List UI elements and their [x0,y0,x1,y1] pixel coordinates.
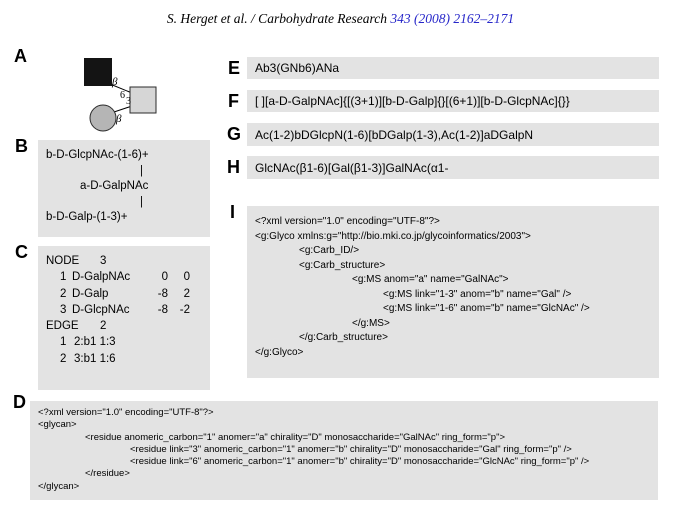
glcnac-filled-square-icon [84,58,112,86]
gal-shaded-circle-icon [89,104,117,132]
xml-line: <glycan> [38,419,77,431]
anomer-beta-1-6-label: β [111,76,118,88]
kcf-node-count: 3 [100,255,107,267]
glyde-xml-box: <?xml version="1.0" encoding="UTF-8"?> <… [30,401,658,500]
kcf-edge-header-row: EDGE 2 [38,318,210,334]
linucs-bar: [ ][a-D-GalpNAc]{[(3+1)][b-D-Galp]{}[(6+… [247,90,659,112]
xml-line: <g:MS link="1-3" anom="b" name="Gal" /> [383,288,572,300]
iupac-condensed-text: GlcNAc(β1-6)[Gal(β1-3)]GalNAc(α1- [255,160,449,175]
node-id: 2 [60,287,67,300]
panel-d-label: D [13,392,26,412]
xml-line: <g:Carb_structure> [299,259,386,271]
node-name: D-GlcpNAc [72,303,130,316]
node-x: 0 [161,271,168,284]
xml-line: </g:Glyco> [255,346,304,358]
linucs-text: [ ][a-D-GalpNAc]{[(3+1)][b-D-Galp]{}[(6+… [255,94,570,108]
panel-e-label: E [228,58,241,78]
node-y: -2 [179,303,190,316]
cfg-symbol-diagram: β 6 β 3 [84,58,157,132]
edge-id: 2 [60,352,67,365]
kcf-edge-count: 2 [100,320,107,333]
edge-spec: 3:b1 1:6 [74,352,116,365]
iupac-line: b-D-GlcpNAc-(1-6)+ [46,149,149,161]
kcf-node-row: 2 D-Galp -8 2 [38,286,210,302]
citation-volume-link[interactable]: 343 (2008) 2162–2171 [390,11,515,26]
panel-g-label: G [227,124,242,144]
linkage-line-1-3 [113,105,133,113]
iupac-branch-bar: | [140,195,143,208]
node-x: -8 [157,287,168,300]
linkage-line-1-6 [109,83,133,94]
iupac-line: b-D-Galp-(1-3)+ [46,211,128,223]
xml-line: <g:Carb_ID/> [299,245,360,256]
citation-text: S. Herget et al. / Carbohydrate Research [166,11,388,26]
kcf-edge-row: 2 3:b1 1:6 [38,351,210,367]
node-y: 0 [183,271,190,284]
xml-line: <g:MS link="1-6" anom="b" name="GlcNAc" … [383,303,590,314]
node-y: 2 [183,287,190,300]
xml-line: </glycan> [38,480,80,492]
iupac-line: a-D-GalpNAc [80,180,149,192]
xml-line: <g:MS anom="a" name="GalNAc"> [352,274,509,285]
bcsdb-bar: Ac(1-2)bDGlcpN(1-6)[bDGalp(1-3),Ac(1-2)]… [247,123,659,146]
panel-b-label: B [15,136,28,156]
xml-line: <residue link="6" anomeric_carbon="1" an… [130,456,590,468]
panel-c-label: C [15,242,28,262]
kcf-node-header-row: NODE 3 [38,253,210,269]
linearcode-bar: Ab3(GNb6)ANa [247,57,659,79]
cabosml-xml-box: <?xml version="1.0" encoding="UTF-8"?> <… [247,206,659,378]
running-head: S. Herget et al. / Carbohydrate Research… [0,11,681,27]
linearcode-text: Ab3(GNb6)ANa [255,61,340,75]
panel-a-label: A [14,46,27,66]
xml-line: </g:Carb_structure> [299,332,388,343]
kcf-node-row: 3 D-GlcpNAc -8 -2 [38,302,210,318]
node-id: 3 [60,303,67,316]
linkage-position-6-label: 6 [120,90,125,101]
xml-line: <?xml version="1.0" encoding="UTF-8"?> [255,216,440,227]
kcf-edge-keyword: EDGE [46,320,79,333]
node-id: 1 [60,271,67,284]
node-name: D-GalpNAc [72,271,131,284]
edge-spec: 2:b1 1:3 [74,336,116,349]
kcf-node-row: 1 D-GalpNAc 0 0 [38,269,210,285]
iupac-condensed-bar: GlcNAc(β1-6)[Gal(β1-3)]GalNAc(α1- [247,156,659,179]
galnac-shaded-square-icon [129,86,157,114]
node-x: -8 [157,303,168,316]
kcf-node-keyword: NODE [46,255,80,267]
xml-line: <?xml version="1.0" encoding="UTF-8"?> [38,407,214,418]
iupac-extended-box: b-D-GlcpNAc-(1-6)+ | a-D-GalpNAc | b-D-G… [38,140,210,237]
panel-f-label: F [228,91,239,111]
panel-i-label: I [230,202,236,222]
edge-id: 1 [60,336,67,349]
xml-line: <residue link="3" anomeric_carbon="1" an… [130,443,572,455]
xml-line: <g:Glyco xmlns:g="http://bio.mki.co.jp/g… [255,230,531,242]
anomer-beta-1-3-label: β [115,113,122,125]
linkage-position-3-label: 3 [126,96,131,107]
xml-line: </residue> [85,468,130,480]
bcsdb-text: Ac(1-2)bDGlcpN(1-6)[bDGalp(1-3),Ac(1-2)]… [255,127,534,142]
panel-h-label: H [227,157,240,177]
node-name: D-Galp [72,287,109,300]
xml-line: <residue anomeric_carbon="1" anomer="a" … [85,431,505,443]
kcf-edge-row: 1 2:b1 1:3 [38,334,210,350]
iupac-branch-bar: | [140,164,143,177]
xml-line: </g:MS> [352,317,390,329]
